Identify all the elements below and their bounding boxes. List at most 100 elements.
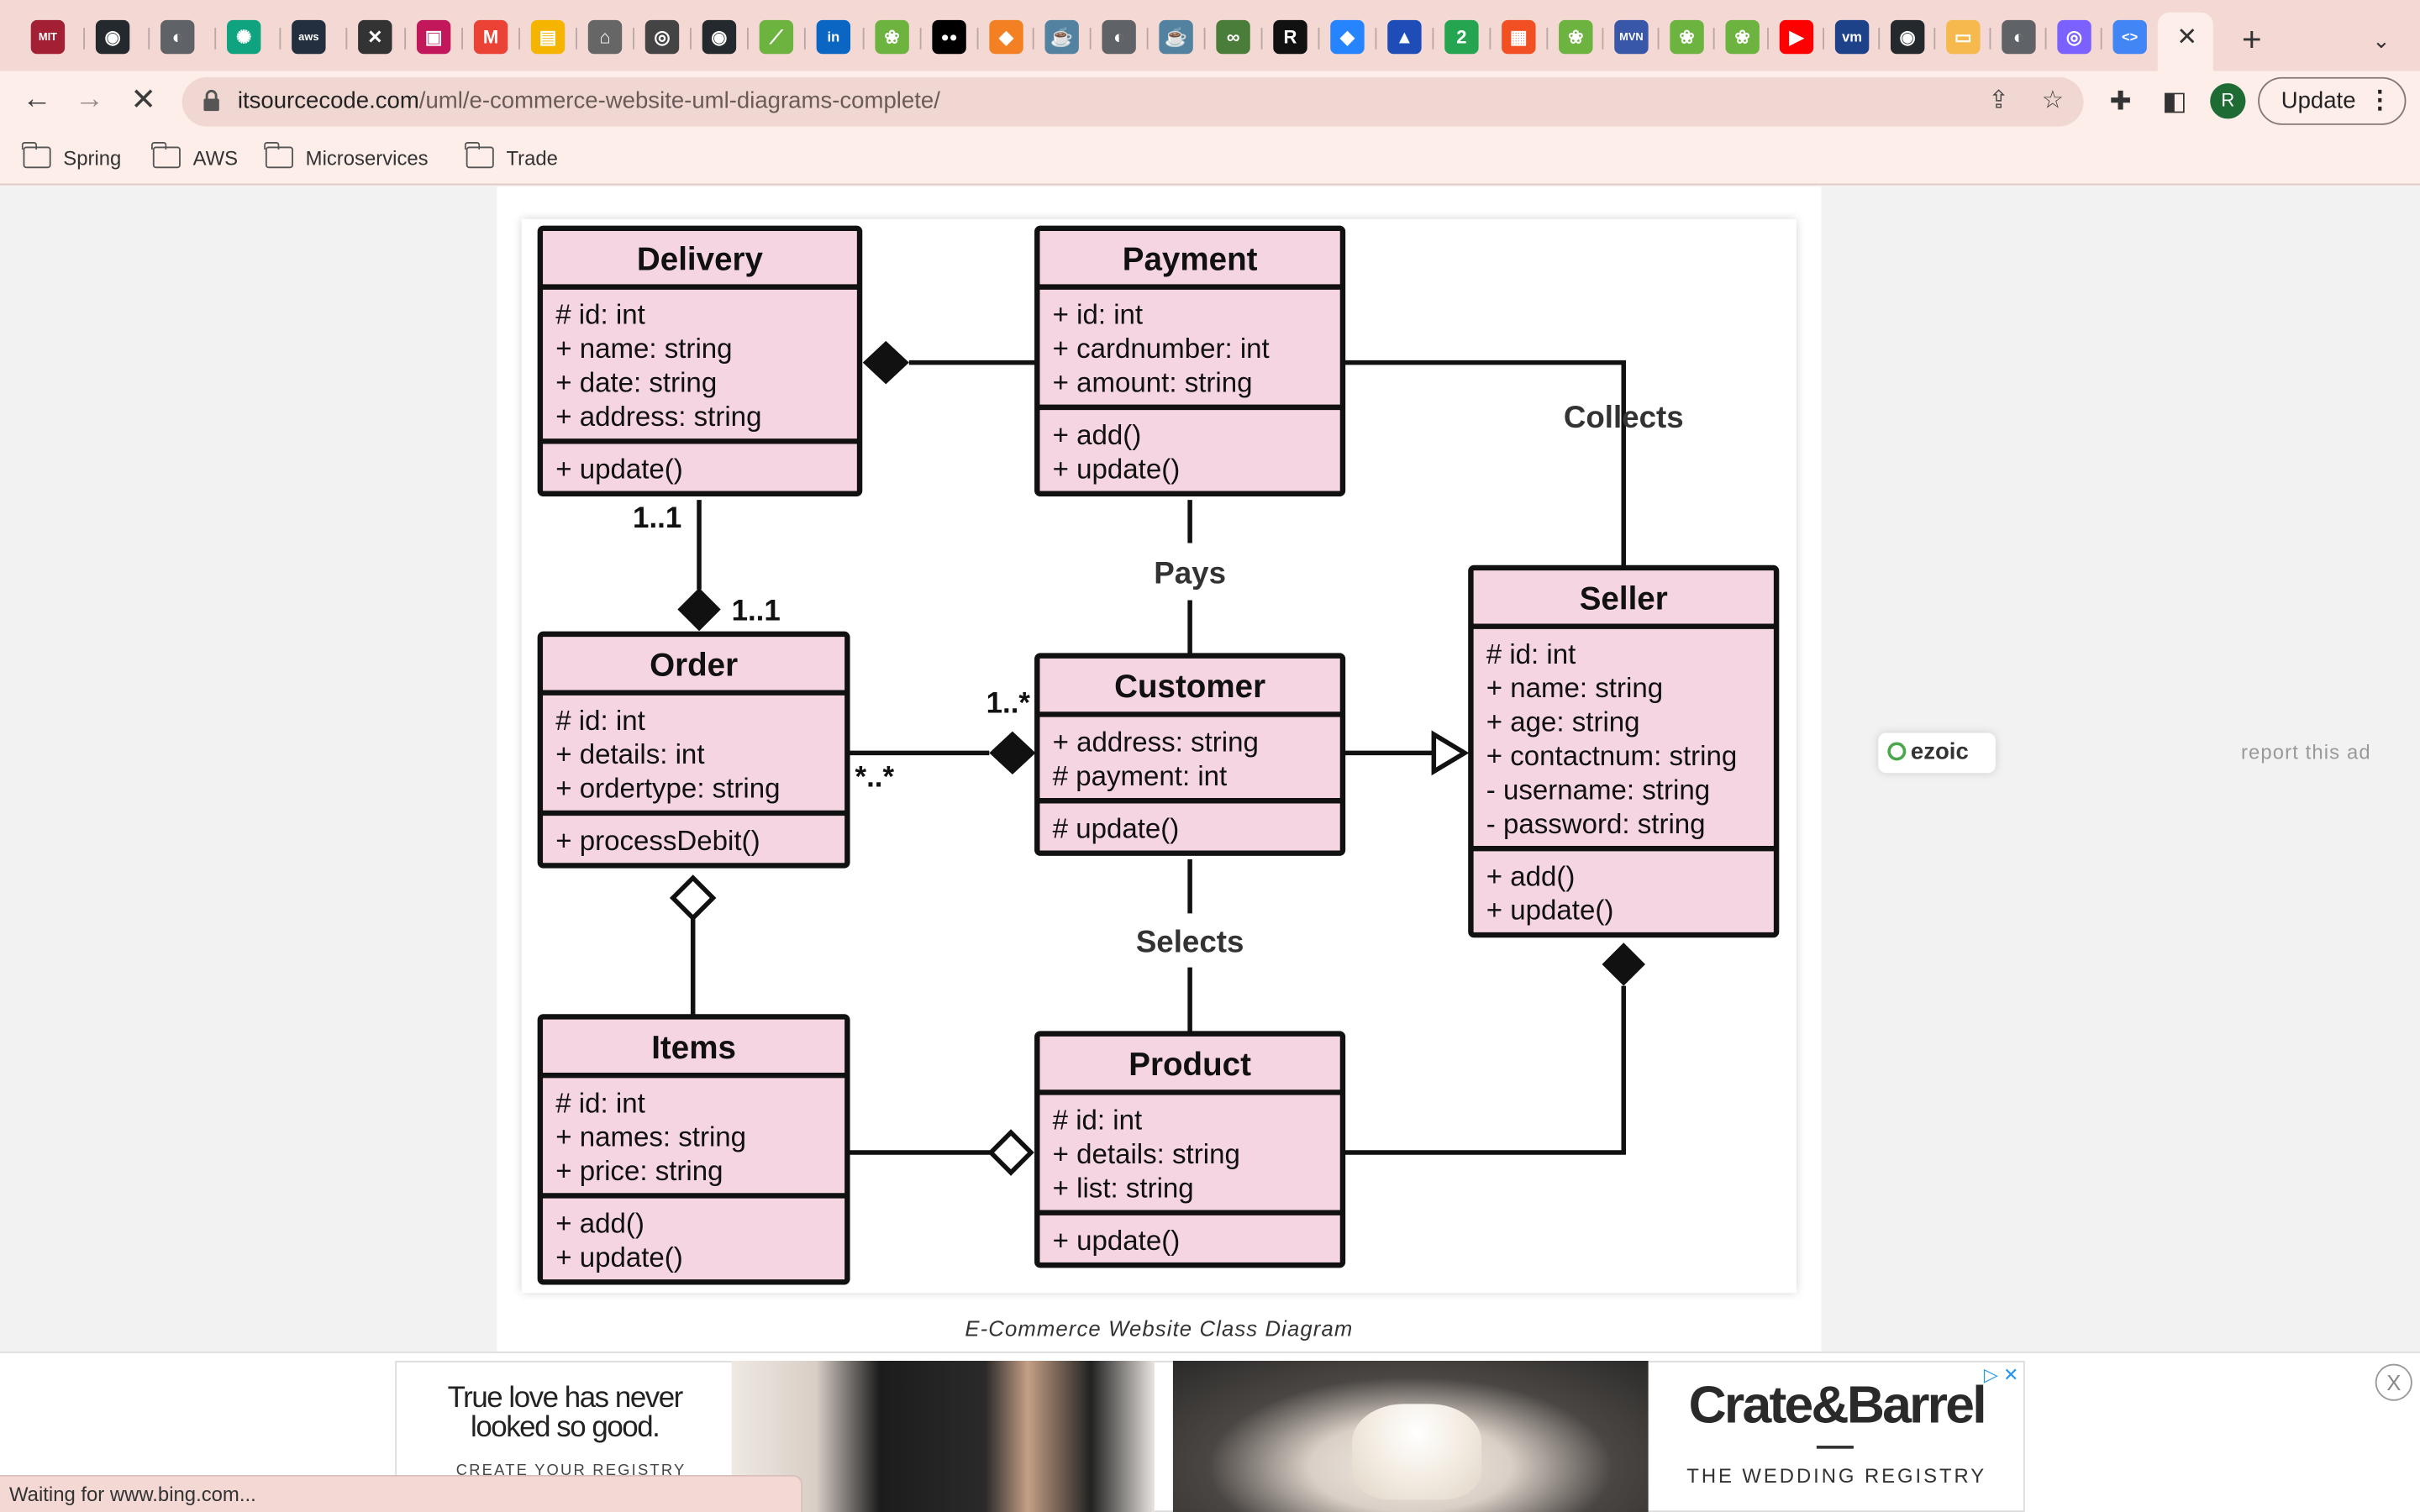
tab-search-chevron-icon[interactable]: ⌄ xyxy=(2372,28,2391,53)
globe-icon[interactable]: ◐ xyxy=(160,19,195,55)
java-icon[interactable]: ☕ xyxy=(1044,19,1079,55)
glasses-icon[interactable]: ∞ xyxy=(1216,19,1250,55)
globe-icon[interactable]: ◐ xyxy=(1102,19,1136,55)
youtube-icon[interactable]: ▶ xyxy=(1779,19,1814,55)
openai-icon[interactable]: ✺ xyxy=(227,19,261,55)
multiplicity-label: *..* xyxy=(855,761,895,794)
close-tab-icon[interactable]: ✕ xyxy=(2176,24,2197,51)
association-line xyxy=(1342,985,1626,1155)
ad-tagline[interactable]: THE WEDDING REGISTRY xyxy=(1686,1464,1987,1488)
tab-separator xyxy=(1375,28,1377,50)
spring-icon[interactable]: ❀ xyxy=(875,19,909,55)
new-tab-button[interactable]: + xyxy=(2241,19,2262,59)
bookmarks-bar xyxy=(0,132,2420,186)
tab-separator xyxy=(1318,28,1320,50)
class-attribute: # id: int xyxy=(1486,639,1576,670)
spring-icon[interactable]: ❀ xyxy=(1559,19,1593,55)
active-tab[interactable] xyxy=(2157,12,2213,71)
tab-separator xyxy=(1432,28,1434,50)
mvn-icon[interactable]: MVN xyxy=(1614,19,1649,55)
mit-ocw-icon[interactable]: MIT xyxy=(30,19,66,55)
chat-icon[interactable]: ◎ xyxy=(644,19,680,55)
tab-separator xyxy=(1546,28,1549,50)
x-icon[interactable]: ✕ xyxy=(358,19,392,55)
triangle-icon[interactable]: ▲ xyxy=(1387,19,1422,55)
class-operation: + update() xyxy=(1486,895,1614,927)
url-path: /uml/e-commerce-website-uml-diagrams-com… xyxy=(418,87,940,114)
folder-icon[interactable]: ▭ xyxy=(1946,19,1981,55)
tab-separator xyxy=(1657,28,1660,50)
class-attribute: # id: int xyxy=(555,300,645,331)
class-operation: + update() xyxy=(555,454,683,485)
class-attribute: + id: int xyxy=(1053,300,1143,331)
notes-icon[interactable]: ▤ xyxy=(530,19,566,55)
bookmark-spring[interactable]: Spring xyxy=(22,141,122,171)
update-button[interactable]: Update⋮ xyxy=(2258,76,2407,125)
report-ad-link[interactable]: report this ad xyxy=(2240,740,2371,764)
class-name-payment: Payment xyxy=(1123,241,1258,277)
globe-icon[interactable]: ◐ xyxy=(2002,19,2036,55)
medium-icon[interactable]: ●● xyxy=(932,19,966,55)
uml-class-diagram: Delivery# id: int+ name: string+ date: s… xyxy=(537,225,1780,1285)
side-panel-icon[interactable]: ◧ xyxy=(2162,86,2187,116)
box-icon[interactable]: ◆ xyxy=(989,19,1023,55)
composition-diamond xyxy=(862,340,909,385)
app-icon[interactable]: ▣ xyxy=(416,19,451,55)
ad-divider xyxy=(1816,1446,1854,1449)
bookmark-trade[interactable]: Trade xyxy=(465,141,558,171)
tab-separator xyxy=(576,28,577,50)
ad-brand[interactable]: Crate&Barrel xyxy=(1688,1376,1987,1436)
multiplicity-label: 1..1 xyxy=(732,594,781,627)
profile-avatar[interactable]: R xyxy=(2210,83,2246,119)
github-icon[interactable]: ◉ xyxy=(95,19,130,55)
stop-loading-icon[interactable]: ✕ xyxy=(130,83,157,118)
target-icon[interactable]: ◎ xyxy=(2057,19,2091,55)
class-attribute: # id: int xyxy=(555,1088,645,1119)
aggregation-diamond xyxy=(987,1129,1034,1176)
ad-headline[interactable]: True love has never looked so good. xyxy=(447,1382,684,1445)
code-icon[interactable]: <> xyxy=(2112,19,2147,55)
tab-separator xyxy=(803,28,806,50)
microsoft-icon[interactable]: ▦ xyxy=(1502,19,1536,55)
java-icon[interactable]: ☕ xyxy=(1159,19,1193,55)
forward-icon[interactable]: → xyxy=(75,83,104,116)
github-icon[interactable]: ◉ xyxy=(1891,19,1925,55)
back-icon[interactable]: ← xyxy=(22,83,52,116)
tab-separator xyxy=(862,28,865,50)
address-bar[interactable] xyxy=(182,76,2084,127)
folder-icon xyxy=(22,141,51,169)
tab-separator xyxy=(1823,28,1825,50)
bookmark-microservices[interactable]: Microservices xyxy=(264,141,429,171)
ad-close-button[interactable]: X xyxy=(2375,1363,2412,1401)
gmail-icon[interactable]: M xyxy=(473,19,508,55)
tab-separator xyxy=(345,28,348,50)
bank-icon[interactable]: ⌂ xyxy=(587,19,623,55)
class-attribute: + list: string xyxy=(1053,1173,1194,1204)
class-name-order: Order xyxy=(650,647,738,683)
aws-icon[interactable]: aws xyxy=(292,19,326,55)
bookmark-aws[interactable]: AWS xyxy=(151,141,238,171)
leaf-icon[interactable]: ⟋ xyxy=(759,19,794,55)
class-name-product: Product xyxy=(1128,1047,1251,1083)
bookmark-star-icon[interactable]: ☆ xyxy=(2041,87,2065,114)
vmware-icon[interactable]: vm xyxy=(1834,19,1870,55)
url-text[interactable]: itsourcecode.com/uml/e-commerce-website-… xyxy=(238,87,940,118)
linkedin-icon[interactable]: in xyxy=(816,19,851,55)
extensions-puzzle-icon[interactable]: ✚ xyxy=(2109,86,2132,116)
r-icon[interactable]: R xyxy=(1273,19,1307,55)
share-icon[interactable]: ⇪ xyxy=(1988,87,2009,114)
class-operation: + add() xyxy=(1053,420,1142,451)
spring-icon[interactable]: ❀ xyxy=(1670,19,1704,55)
number-icon[interactable]: 2 xyxy=(1444,19,1479,55)
jira-icon[interactable]: ◆ xyxy=(1330,19,1365,55)
class-attribute: + ordertype: string xyxy=(555,774,780,805)
lock-icon[interactable] xyxy=(203,89,221,112)
adchoices-icon[interactable]: ▷ ✕ xyxy=(1983,1363,2019,1386)
ezoic-badge[interactable]: ezoic xyxy=(1878,732,1996,774)
class-name-delivery: Delivery xyxy=(637,241,764,277)
class-attribute: + address: string xyxy=(1053,727,1259,758)
github-icon[interactable]: ◉ xyxy=(702,19,737,55)
more-menu-icon[interactable]: ⋮ xyxy=(2367,87,2392,114)
spring-icon[interactable]: ❀ xyxy=(1725,19,1760,55)
